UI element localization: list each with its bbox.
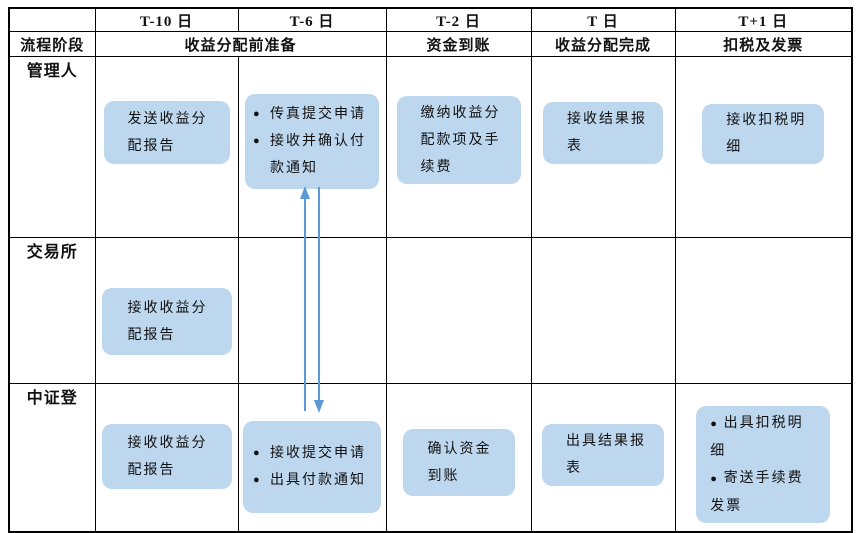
cell-exchange-t2 <box>385 237 532 384</box>
day-header-t-minus-2: T-2 日 <box>385 7 532 32</box>
flow-table: T-10 日 T-6 日 T-2 日 T 日 T+1 日 流程阶段 收益分配前准… <box>8 7 853 533</box>
lane-exchange: 交易所 接收收益分配报告 <box>8 237 853 384</box>
cell-manager-t1: 接收扣税明细 <box>674 56 853 238</box>
phase-funds-arrival: 资金到账 <box>385 31 532 57</box>
task-box-exchange-t10: 接收收益分配报告 <box>101 288 232 355</box>
lane-manager: 管理人 发送收益分配报告 传真提交申请 接收并确认付款通知 缴纳收益分配款项及手… <box>8 56 853 238</box>
cell-manager-t2: 缴纳收益分配款项及手续费 <box>385 56 532 238</box>
cell-manager-t10: 发送收益分配报告 <box>94 56 239 238</box>
task-text: 接收扣税明细 <box>726 113 807 155</box>
task-box-csdc-t: 出具结果报表 <box>542 424 664 486</box>
lane-label-manager: 管理人 <box>8 56 96 238</box>
cell-exchange-t <box>530 237 676 384</box>
task-box-manager-t6: 传真提交申请 接收并确认付款通知 <box>245 94 379 189</box>
task-bullet-list: 传真提交申请 接收并确认付款通知 <box>253 101 375 182</box>
task-bullet-list: 接收提交申请 出具付款通知 <box>253 440 375 494</box>
task-text: 缴纳收益分配款项及手续费 <box>420 105 501 175</box>
task-bullet-list: 出具扣税明细 寄送手续费发票 <box>710 410 816 520</box>
bullet-item: 寄送手续费发票 <box>710 465 816 520</box>
task-box-manager-t1: 接收扣税明细 <box>702 104 825 164</box>
task-text: 出具结果报表 <box>566 434 646 476</box>
phase-tax-invoice: 扣税及发票 <box>674 31 853 57</box>
cell-exchange-t1 <box>674 237 853 384</box>
task-box-csdc-t6: 接收提交申请 出具付款通知 <box>243 421 381 513</box>
cell-csdc-t6: 接收提交申请 出具付款通知 <box>237 383 387 533</box>
bullet-item: 传真提交申请 <box>253 101 375 128</box>
bullet-item: 出具扣税明细 <box>710 410 816 465</box>
day-header-t: T 日 <box>530 7 676 32</box>
phase-pre-distribution: 收益分配前准备 <box>94 31 387 57</box>
task-box-manager-t: 接收结果报表 <box>543 102 663 164</box>
task-box-manager-t10: 发送收益分配报告 <box>103 101 230 164</box>
phase-distribution-complete: 收益分配完成 <box>530 31 676 57</box>
task-box-csdc-t10: 接收收益分配报告 <box>101 424 232 489</box>
day-header-row: T-10 日 T-6 日 T-2 日 T 日 T+1 日 <box>8 7 853 32</box>
cell-exchange-t6 <box>237 237 387 384</box>
lane-csdc: 中证登 接收收益分配报告 接收提交申请 出具付款通知 确认资金到账 <box>8 383 853 533</box>
day-header-t-plus-1: T+1 日 <box>674 7 853 32</box>
lane-label-exchange: 交易所 <box>8 237 96 384</box>
task-box-csdc-t1: 出具扣税明细 寄送手续费发票 <box>696 406 831 523</box>
stage-row-label: 流程阶段 <box>8 31 96 57</box>
cell-csdc-t: 出具结果报表 <box>530 383 676 533</box>
corner-cell <box>8 7 96 32</box>
cell-csdc-t1: 出具扣税明细 寄送手续费发票 <box>674 383 853 533</box>
bullet-item: 出具付款通知 <box>253 467 375 494</box>
task-text: 接收收益分配报告 <box>127 435 208 478</box>
bullet-item: 接收并确认付款通知 <box>253 128 375 182</box>
lane-label-csdc: 中证登 <box>8 383 96 533</box>
day-header-t-minus-10: T-10 日 <box>94 7 239 32</box>
task-text: 接收收益分配报告 <box>127 300 208 343</box>
cell-manager-t6: 传真提交申请 接收并确认付款通知 <box>237 56 387 238</box>
day-header-t-minus-6: T-6 日 <box>237 7 387 32</box>
task-text: 发送收益分配报告 <box>127 111 208 154</box>
cell-exchange-t10: 接收收益分配报告 <box>94 237 239 384</box>
bullet-item: 接收提交申请 <box>253 440 375 467</box>
task-text: 接收结果报表 <box>567 112 647 154</box>
cell-manager-t: 接收结果报表 <box>530 56 676 238</box>
task-box-csdc-t2: 确认资金到账 <box>402 429 515 496</box>
task-box-manager-t2: 缴纳收益分配款项及手续费 <box>396 96 521 184</box>
stage-row: 流程阶段 收益分配前准备 资金到账 收益分配完成 扣税及发票 <box>8 31 853 57</box>
cell-csdc-t2: 确认资金到账 <box>385 383 532 533</box>
task-text: 确认资金到账 <box>427 441 492 484</box>
cell-csdc-t10: 接收收益分配报告 <box>94 383 239 533</box>
